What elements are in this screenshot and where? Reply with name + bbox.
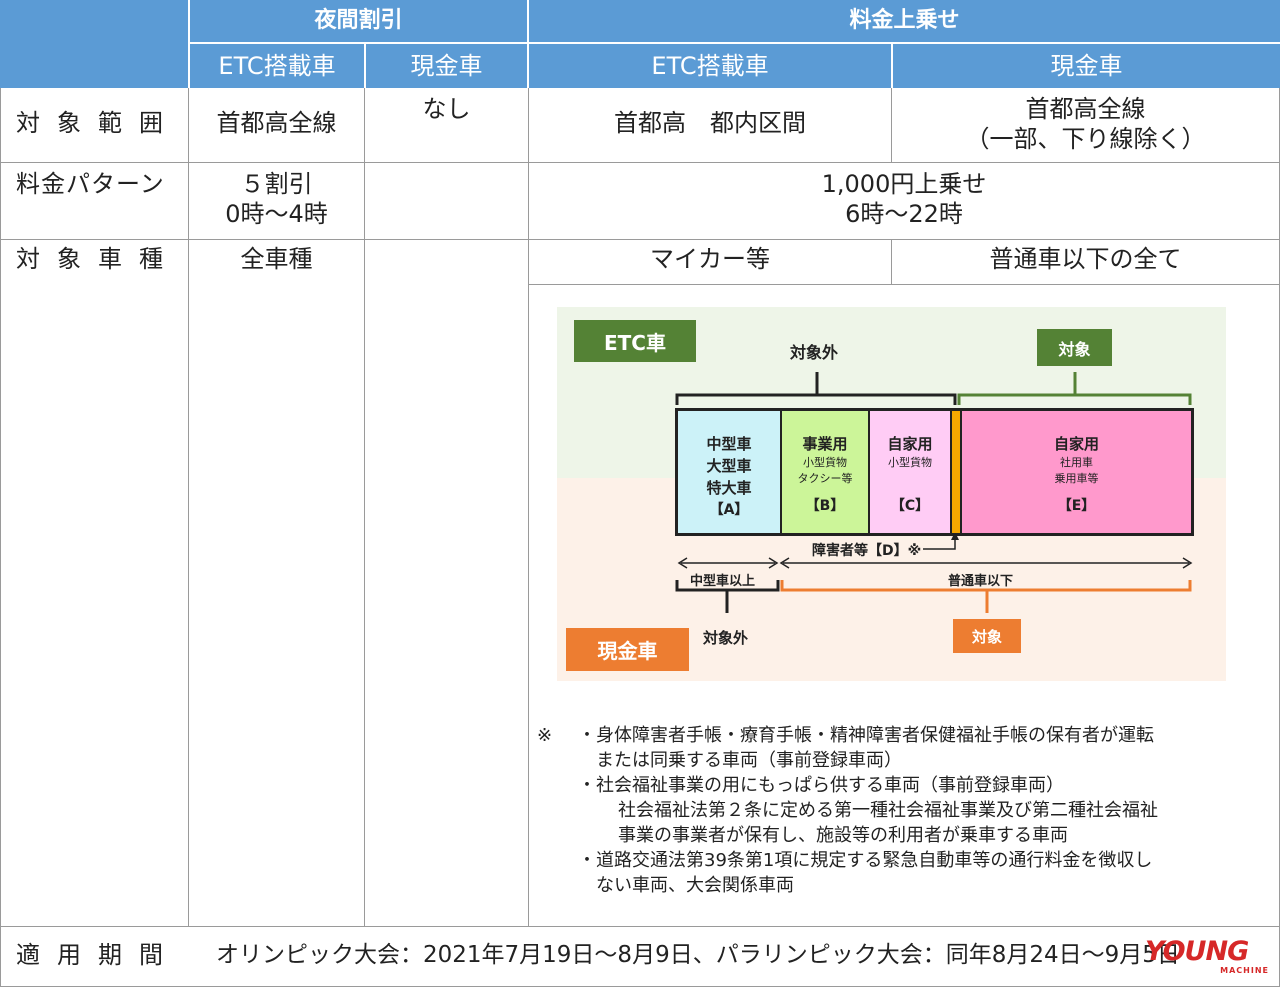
etc-not-target-label: 対象外 (790, 343, 839, 362)
note-line-3: ・社会福祉事業の用にもっぱら供する車両（事前登録車両） (578, 775, 1064, 796)
row-label-vehicle-type: 対象車種 (16, 245, 180, 273)
night-etc-vehicle-type: 全車種 (240, 245, 313, 273)
note-line-6: ・道路交通法第39条第1項に規定する緊急自動車等の通行料金を徴収し (578, 850, 1153, 871)
disabled-label: 障害者等【D】※ (812, 543, 922, 559)
surcharge-etc-target-range: 首都高 都内区間 (614, 109, 806, 137)
segment-a: 中型車 大型車 特大車 【A】 (678, 411, 782, 533)
surcharge-cash-target-range: 首都高全線 （一部、下り線除く） (965, 95, 1206, 153)
row-label-fee-pattern: 料金パターン (16, 170, 165, 198)
period-value: オリンピック大会：2021年7月19日～8月9日、パラリンピック大会：同年8月2… (216, 942, 1180, 968)
etc-target-tag: 対象 (1037, 329, 1112, 366)
row-label-target-range: 対象範囲 (16, 109, 180, 137)
header-surcharge: 料金上乗せ (529, 0, 1280, 42)
night-cash-value: なし (422, 95, 471, 123)
cash-not-target-label: 対象外 (703, 629, 749, 647)
note-line-4: 社会福祉法第２条に定める第一種社会福祉事業及び第二種社会福祉 (618, 800, 1158, 821)
surcharge-cash-vehicle-type: 普通車以下の全て (989, 245, 1182, 273)
diagram-brackets (675, 372, 1193, 613)
header-night-discount: 夜間割引 (190, 0, 527, 42)
note-line-5: 事業の事業者が保有し、施設等の利用者が乗車する車両 (618, 825, 1068, 846)
regular-below-label: 普通車以下 (948, 574, 1014, 589)
note-line-7: ない車両、大会関係車両 (596, 875, 794, 896)
surcharge-fee-pattern: 1,000円上乗せ 6時～22時 (821, 170, 987, 228)
header-night-cash: 現金車 (366, 44, 527, 88)
cash-target-tag: 対象 (953, 619, 1021, 653)
surcharge-etc-vehicle-type: マイカー等 (650, 245, 770, 273)
segment-b: 事業用 小型貨物 タクシー等 【B】 (782, 411, 870, 533)
night-etc-target-range: 首都高全線 (216, 109, 337, 137)
note-line-1: ・身体障害者手帳・療育手帳・精神障害者保健福祉手帳の保有者が運転 (578, 725, 1154, 746)
vehicle-segment-box: 中型車 大型車 特大車 【A】 事業用 小型貨物 タクシー等 【B】 自家用 小… (675, 408, 1194, 536)
segment-c: 自家用 小型貨物 【C】 (870, 411, 952, 533)
header-surcharge-cash: 現金車 (893, 44, 1280, 88)
header-night-etc: ETC搭載車 (190, 44, 364, 88)
header-corner (0, 0, 188, 88)
header-surcharge-etc: ETC搭載車 (529, 44, 891, 88)
cash-car-tag: 現金車 (566, 628, 689, 671)
note-line-2: または同乗する車両（事前登録車両） (596, 750, 902, 771)
segment-e: 自家用 社用車 乗用車等 【E】 (962, 411, 1191, 533)
watermark-logo: YOUNG MACHINE (1145, 936, 1269, 976)
notes-mark: ※ (537, 725, 553, 746)
medium-above-label: 中型車以上 (690, 574, 756, 589)
etc-car-tag: ETC車 (574, 320, 696, 362)
row-label-period: 適用期間 (16, 941, 180, 969)
night-etc-fee-pattern: ５割引 0時～4時 (225, 170, 328, 228)
segment-d (952, 411, 962, 533)
